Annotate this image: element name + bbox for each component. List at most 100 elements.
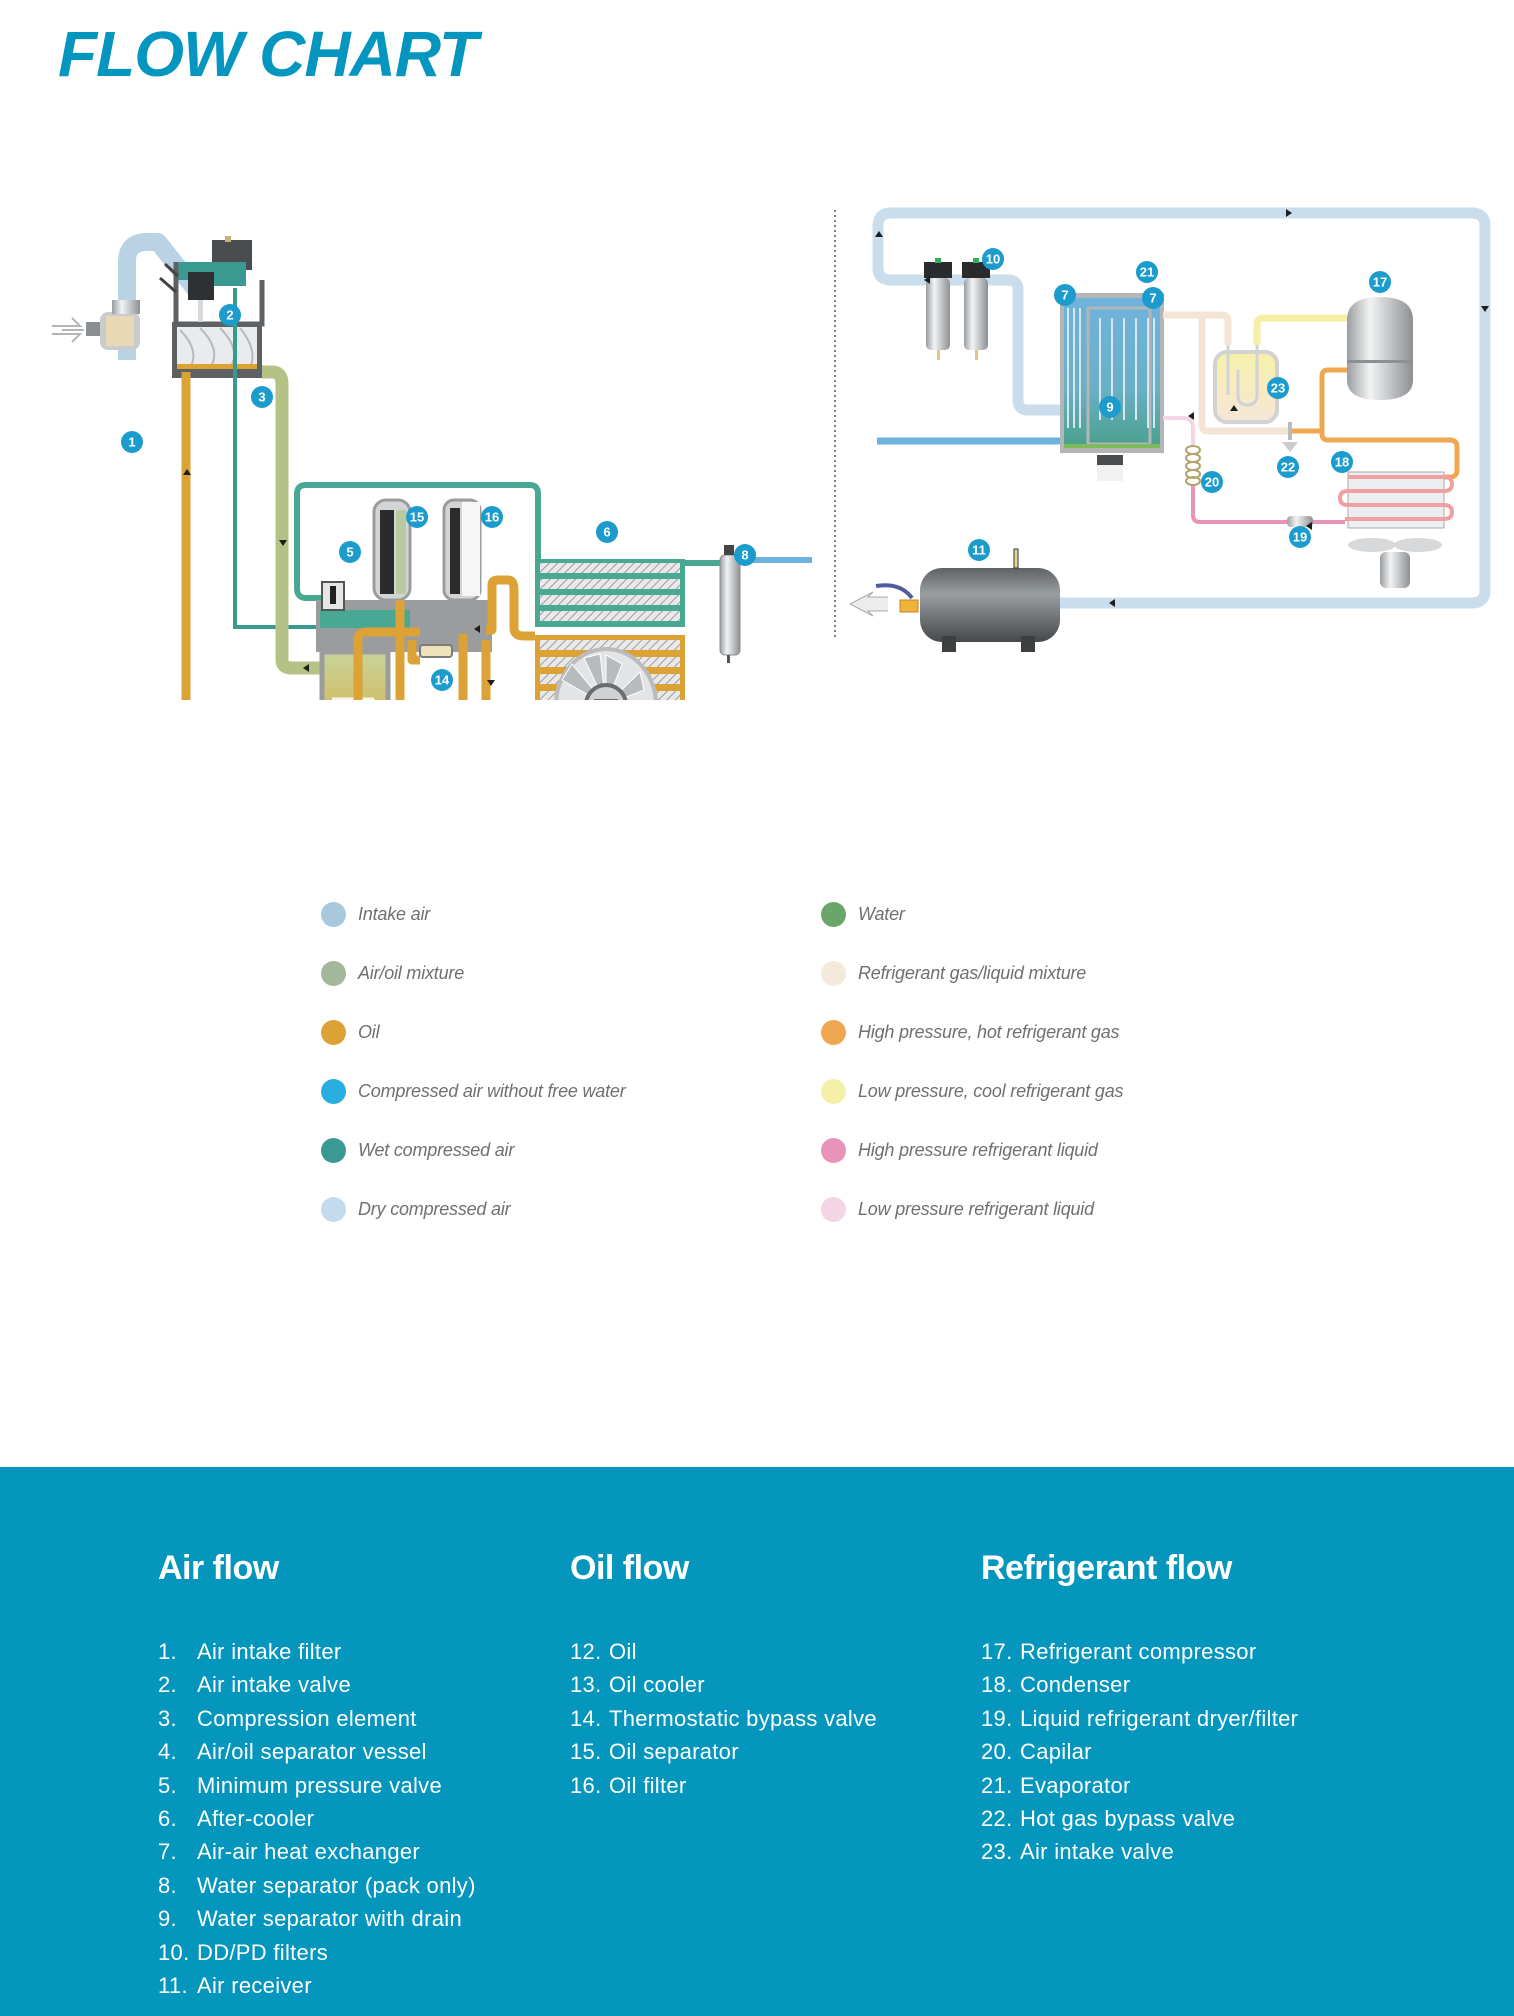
badge-circle — [1369, 271, 1391, 293]
legend-label: Oil — [358, 1021, 380, 1042]
list-item: 20.Capilar — [981, 1735, 1298, 1768]
item-label: Oil — [609, 1639, 637, 1664]
list-item: 8.Water separator (pack only) — [158, 1869, 476, 1902]
callout-badge-21: 21 — [1136, 261, 1158, 283]
after-cooler — [535, 559, 685, 627]
legend-swatch — [321, 1137, 346, 1163]
legend-swatch — [821, 960, 846, 986]
refrigerant-mix-pipe — [1163, 311, 1290, 435]
badge-number: 3 — [258, 390, 265, 405]
refrigerant-flow-list: 17. Refrigerant compressor 18.Condenser 19.… — [981, 1635, 1298, 1869]
intake-arrow-icon — [52, 317, 84, 343]
callout-badge-9: 9 — [1099, 396, 1121, 418]
item-number: 3. — [158, 1705, 177, 1731]
legend-label: Low pressure refrigerant liquid — [858, 1198, 1094, 1219]
condenser-fan — [1348, 538, 1442, 588]
legend-item: High pressure, hot refrigerant gas — [821, 1019, 1120, 1045]
badge-circle — [251, 386, 273, 408]
low-pressure-liquid-pipe — [1163, 416, 1195, 446]
air-receiver — [848, 548, 1060, 652]
legend-label: Compressed air without free water — [358, 1080, 626, 1101]
badge-number: 23 — [1271, 381, 1285, 396]
legend-label: Refrigerant gas/liquid mixture — [858, 962, 1087, 983]
item-label: Oil filter — [609, 1772, 687, 1798]
item-number: 14. — [570, 1705, 602, 1731]
item-label: Air receiver — [197, 1973, 312, 1999]
item-number: 17. — [981, 1639, 1013, 1664]
oil-filter — [442, 498, 482, 602]
item-number: 12. — [570, 1639, 602, 1664]
legend-item: Refrigerant gas/liquid mixture — [821, 960, 1086, 986]
legend-item: Wet compressed air — [321, 1137, 514, 1163]
item-label: Capilar — [1020, 1739, 1092, 1765]
badge-number: 7 — [1149, 291, 1156, 306]
legend-swatch — [321, 1196, 346, 1222]
legend-label: Air/oil mixture — [358, 962, 465, 983]
callout-badge-23: 23 — [1267, 377, 1289, 399]
item-number: 15. — [570, 1739, 602, 1765]
badge-number: 20 — [1205, 475, 1219, 490]
badge-number: 9 — [1106, 400, 1113, 415]
legend-swatch — [821, 1196, 846, 1222]
callout-badge-6: 6 — [596, 521, 618, 543]
legend-item: Intake air — [321, 901, 430, 927]
item-label: Hot gas bypass valve — [1020, 1806, 1236, 1832]
section-heading: Air flow — [158, 1549, 279, 1587]
list-item: 6.After-cooler — [158, 1802, 476, 1835]
compressor-diagram — [52, 233, 812, 700]
legend-item: Low pressure, cool refrigerant gas — [821, 1078, 1124, 1104]
badge-circle — [1201, 471, 1223, 493]
item-number: 21. — [981, 1772, 1013, 1798]
callout-badge-2: 2 — [219, 304, 241, 326]
list-item: 14.Thermostatic bypass valve — [570, 1702, 877, 1735]
list-item: 12. Oil — [570, 1635, 877, 1668]
badge-circle — [1289, 526, 1311, 548]
list-item: 9.Water separator with drain — [158, 1902, 476, 1935]
item-number: 23. — [981, 1839, 1013, 1865]
callout-badge-20: 20 — [1201, 471, 1223, 493]
list-item: 18.Condenser — [981, 1668, 1298, 1701]
list-item: 4.Air/oil separator vessel — [158, 1735, 476, 1768]
callout-badge-8: 8 — [734, 544, 756, 566]
badge-circle — [1142, 287, 1164, 309]
badge-circle — [219, 304, 241, 326]
item-number: 19. — [981, 1705, 1013, 1731]
badge-circle — [1267, 377, 1289, 399]
badge-circle — [1099, 396, 1121, 418]
legend-label: Low pressure, cool refrigerant gas — [858, 1080, 1124, 1101]
air-intake-filter — [86, 300, 140, 350]
air-intake-valve — [159, 236, 265, 327]
legend-swatch — [821, 1137, 846, 1163]
oil-separator — [372, 498, 412, 602]
badge-number: 10 — [986, 252, 1000, 267]
badge-number: 6 — [603, 525, 610, 540]
item-number: 7. — [158, 1839, 177, 1865]
callout-badge-1: 1 — [121, 431, 143, 453]
dryer-flow-arrow-icons — [875, 209, 1489, 607]
refrigerant-compressor — [1347, 297, 1413, 400]
badge-circle — [968, 539, 990, 561]
badge-circle — [406, 506, 428, 528]
callout-badge-18: 18 — [1331, 451, 1353, 473]
badge-circle — [121, 431, 143, 453]
list-item: 11.Air receiver — [158, 1969, 476, 2002]
item-label: Water separator (pack only) — [197, 1872, 476, 1898]
list-item: 3.Compression element — [158, 1702, 476, 1735]
item-label: Air intake valve — [1020, 1839, 1174, 1865]
item-label: Oil cooler — [609, 1672, 705, 1698]
air-oil-mixture-pipe — [262, 365, 330, 675]
legend-swatch — [821, 1078, 846, 1104]
legend-label: Wet compressed air — [358, 1139, 515, 1160]
item-label: Refrigerant compressor — [1020, 1639, 1257, 1664]
badge-number: 1 — [128, 435, 135, 450]
legend-swatch — [321, 1078, 346, 1104]
callout-badge-7: 7 — [1054, 284, 1076, 306]
callout-badge-16: 16 — [481, 506, 503, 528]
item-label: Water separator with drain — [197, 1906, 462, 1932]
air-intake-valve-23 — [1213, 345, 1279, 424]
badge-number: 8 — [741, 548, 748, 563]
legend-label: Dry compressed air — [358, 1198, 511, 1219]
wet-compressed-air-pipe — [294, 482, 720, 601]
